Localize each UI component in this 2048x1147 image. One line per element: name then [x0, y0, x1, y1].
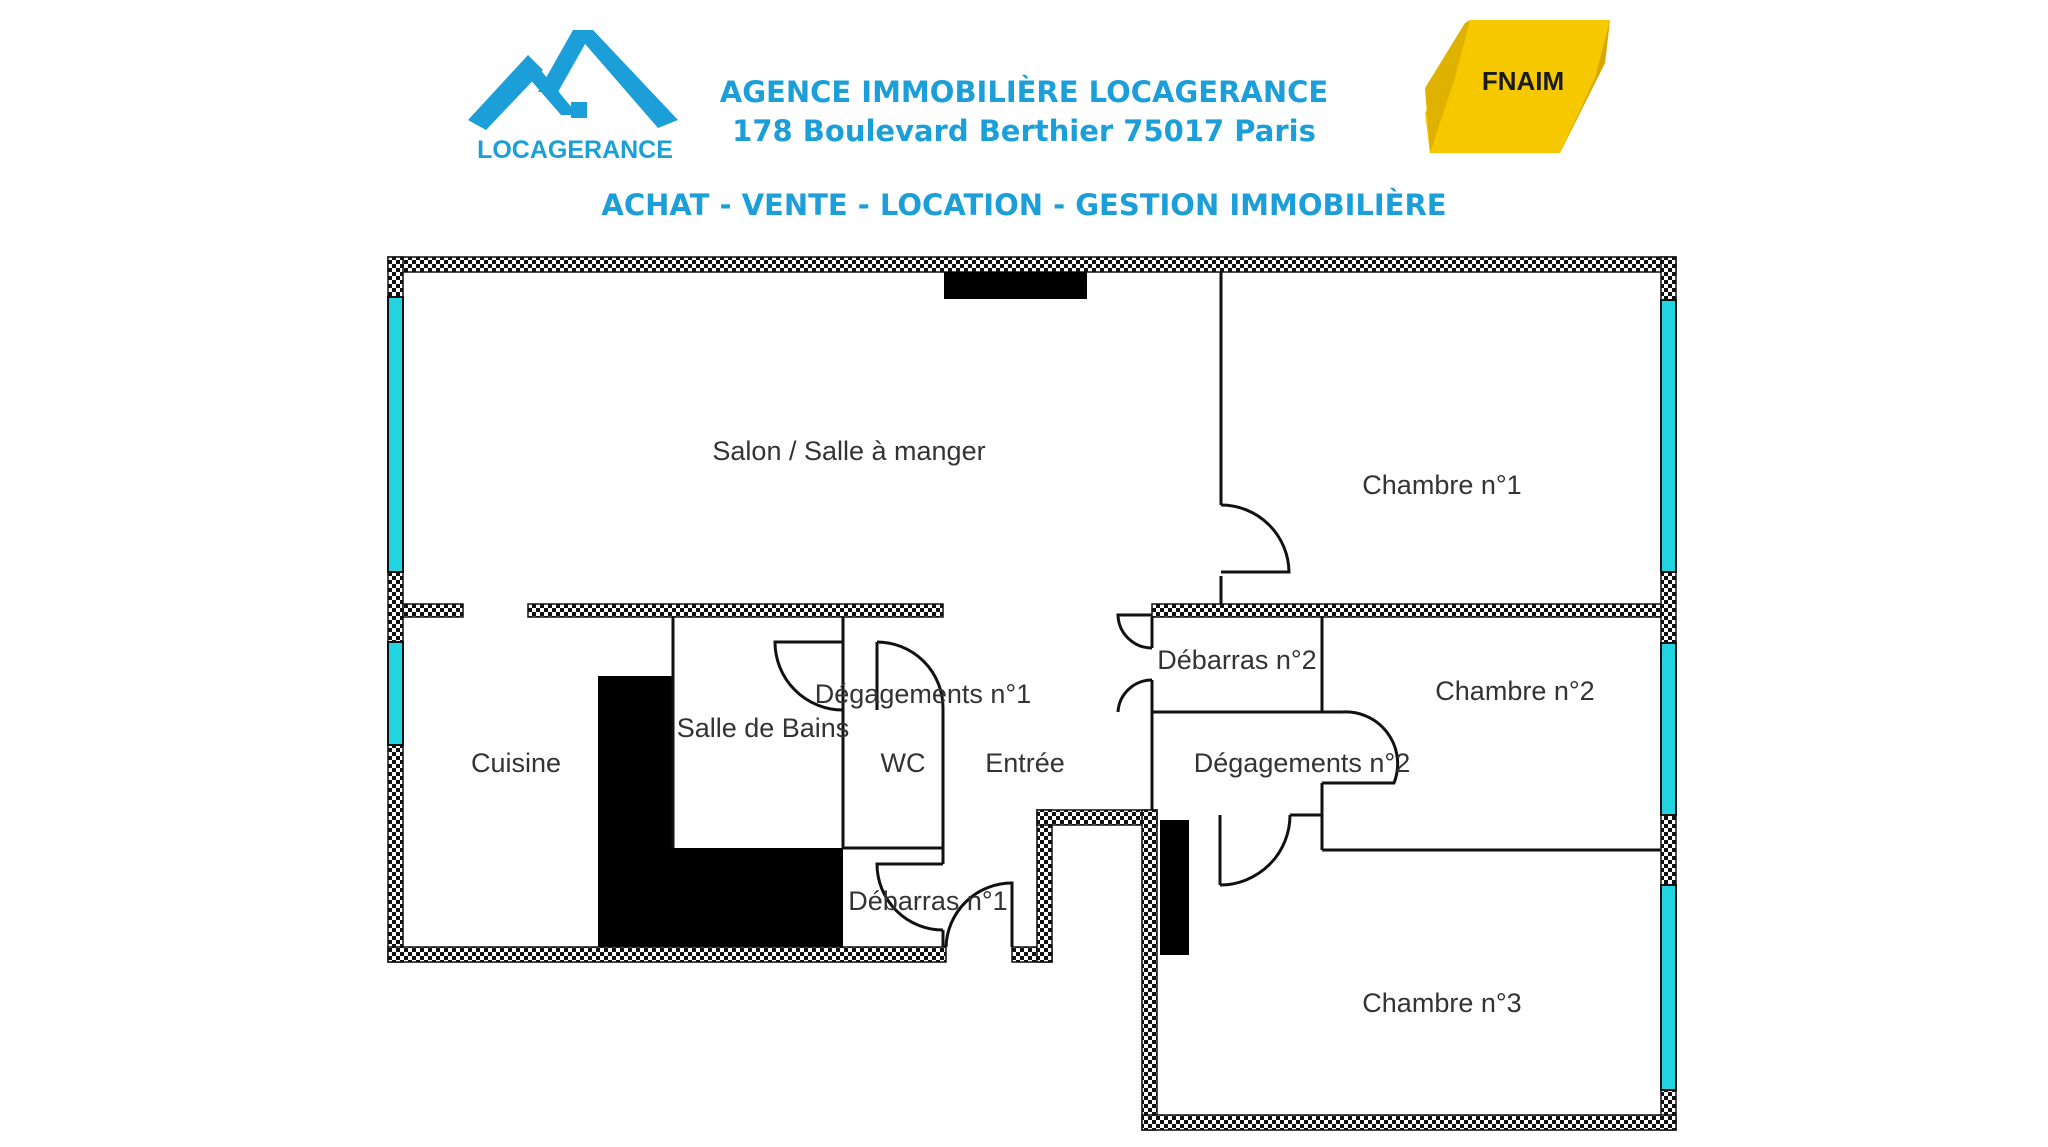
label-debarras2: Débarras n°2 [1157, 645, 1316, 675]
label-wc: WC [881, 748, 926, 778]
label-degagements1: Dégagements n°1 [815, 679, 1031, 709]
door-debarras1 [875, 862, 944, 932]
fnaim-logo-text: FNAIM [1482, 66, 1564, 96]
door-chambre2 [1322, 710, 1400, 785]
closet-block [1160, 820, 1189, 955]
label-chambre1: Chambre n°1 [1362, 470, 1521, 500]
label-chambre3: Chambre n°3 [1362, 988, 1521, 1018]
label-cuisine: Cuisine [471, 748, 561, 778]
door-chambre1 [1220, 503, 1291, 574]
door-swings [773, 503, 1400, 948]
wall-top [387, 256, 1677, 273]
wall-right-section-left [1141, 809, 1158, 1131]
door-debarras2 [1116, 613, 1153, 650]
agency-name: AGENCE IMMOBILIÈRE LOCAGERANCE [719, 75, 1329, 109]
services-tagline: ACHAT - VENTE - LOCATION - GESTION IMMOB… [601, 188, 1447, 222]
locagerance-logo: LOCAGERANCE [468, 30, 678, 164]
wall-stub-horizontal [1036, 809, 1158, 826]
door-entree [944, 881, 1014, 948]
label-entree: Entrée [985, 748, 1065, 778]
wall-bottom-left [387, 946, 947, 963]
door-wc [876, 640, 945, 790]
fnaim-logo: FNAIM [1425, 20, 1610, 153]
label-degagements2: Dégagements n°2 [1194, 748, 1410, 778]
locagerance-logo-text: LOCAGERANCE [477, 136, 673, 164]
wall-bottom-right [1141, 1114, 1677, 1131]
house-roof-icon [468, 30, 678, 130]
label-debarras1: Débarras n°1 [848, 886, 1007, 916]
interior-partitions [671, 272, 1661, 947]
fixtures [598, 272, 1189, 955]
wall-mid-right [1151, 603, 1662, 618]
door-sdb [773, 617, 845, 712]
agency-address: 178 Boulevard Berthier 75017 Paris [732, 114, 1316, 148]
fireplace [944, 272, 1087, 299]
wall-mid-center [527, 603, 944, 618]
windows [387, 296, 1677, 1091]
wall-mid-left [402, 603, 464, 618]
kitchen-counter-bottom [598, 848, 843, 947]
window-chambre2 [1660, 642, 1677, 816]
label-salon: Salon / Salle à manger [712, 436, 985, 466]
window-cuisine [387, 641, 404, 746]
window-salon [387, 296, 404, 573]
label-chambre2: Chambre n°2 [1435, 676, 1594, 706]
window-chambre3 [1660, 884, 1677, 1091]
yellow-cube-icon [1425, 20, 1610, 153]
label-salle-de-bains: Salle de Bains [677, 713, 850, 743]
wall-stub-vertical [1036, 809, 1053, 963]
room-labels: Salon / Salle à manger Chambre n°1 Chamb… [471, 436, 1595, 1018]
door-chambre3 [1219, 814, 1292, 887]
window-chambre1 [1660, 299, 1677, 573]
